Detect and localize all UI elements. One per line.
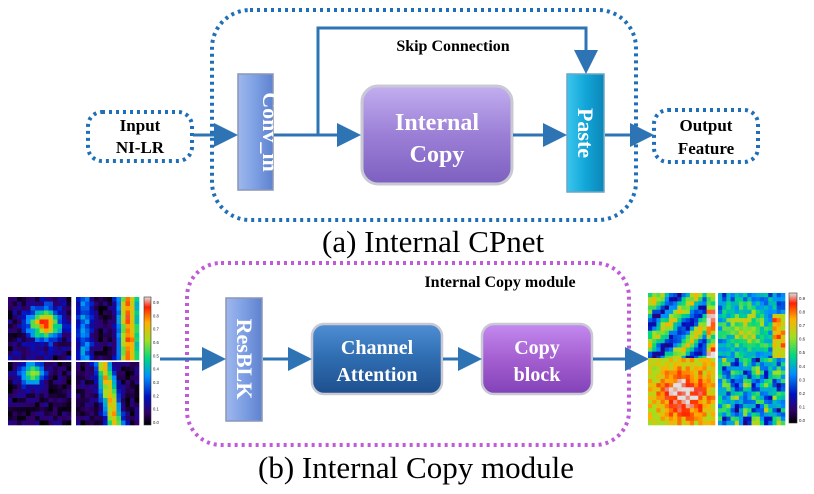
- colorbar-tick-label: 0.7: [799, 323, 806, 328]
- colorbar-tick-label: 0.4: [153, 367, 159, 372]
- input-map-2: [76, 297, 140, 361]
- colorbar-tick-label: 0.1: [799, 404, 806, 409]
- copy-block-label-line2: block: [514, 364, 562, 386]
- input-colorbar-ticks: 0.9 0.8 0.7 0.6 0.5 0.4 0.3 0.2 0.1 0.0: [153, 300, 159, 425]
- output-colorbar: [788, 292, 798, 424]
- input-map-3: [8, 362, 72, 426]
- output-feature-maps: 0.9 0.8 0.7 0.6 0.5 0.4 0.3 0.2 0.1 0.0: [648, 292, 806, 426]
- colorbar-tick-label: 0.6: [799, 337, 806, 342]
- internal-copy-label-line2: Copy: [410, 142, 465, 168]
- colorbar-tick-label: 0.8: [799, 310, 806, 315]
- output-label-line2: Feature: [678, 139, 735, 158]
- output-map-1: [648, 293, 716, 361]
- conv-in-block: [237, 73, 274, 191]
- channel-attention-block: [310, 322, 444, 396]
- input-map-4: [76, 362, 140, 426]
- skip-connection-arrow: [316, 26, 598, 135]
- output-map-2: [718, 293, 786, 361]
- colorbar-tick-label: 0.1: [153, 407, 159, 412]
- channel-attention-label-line2: Attention: [336, 364, 417, 386]
- colorbar-tick-label: 0.4: [799, 364, 806, 369]
- colorbar-tick-label: 0.9: [799, 296, 806, 301]
- input-feature-maps: 0.9 0.8 0.7 0.6 0.5 0.4 0.3 0.2 0.1 0.0: [8, 296, 159, 426]
- skip-connection-label: Skip Connection: [396, 38, 509, 55]
- panel-a: Input NI-LR Output Feature Conv_in Inter…: [86, 8, 760, 222]
- input-label-line2: NI-LR: [116, 138, 165, 157]
- colorbar-tick-label: 0.3: [153, 380, 159, 385]
- input-label-line1: Input: [120, 116, 161, 135]
- colorbar-tick-label: 0.2: [153, 393, 159, 398]
- panel-b: Internal Copy module ResBLK Channel Atte…: [8, 261, 806, 447]
- colorbar-tick-label: 0.3: [799, 377, 806, 382]
- colorbar-tick-label: 0.5: [153, 353, 159, 358]
- caption-b: (b) Internal Copy module: [258, 450, 574, 485]
- colorbar-tick-label: 0.0: [153, 420, 159, 425]
- colorbar-tick-label: 0.6: [153, 340, 159, 345]
- internal-copy-label-line1: Internal: [395, 110, 479, 136]
- conv-in-label: Conv_in: [258, 92, 283, 171]
- colorbar-tick-label: 0.2: [799, 391, 806, 396]
- input-colorbar: [143, 296, 152, 426]
- colorbar-tick-label: 0.0: [799, 418, 806, 423]
- resblk-block: [225, 297, 263, 422]
- paste-label: Paste: [573, 108, 598, 158]
- output-label-line1: Output: [680, 116, 733, 135]
- colorbar-tick-label: 0.9: [153, 300, 159, 305]
- copy-block: [480, 322, 594, 396]
- colorbar-tick-label: 0.7: [153, 327, 159, 332]
- output-map-3: [648, 358, 716, 426]
- output-colorbar-ticks: 0.9 0.8 0.7 0.6 0.5 0.4 0.3 0.2 0.1 0.0: [799, 296, 806, 423]
- copy-block-label-line1: Copy: [514, 337, 560, 359]
- output-node: [652, 108, 760, 164]
- colorbar-tick-label: 0.8: [153, 313, 159, 318]
- paste-block: [566, 73, 605, 193]
- caption-a: (a) Internal CPnet: [322, 224, 545, 259]
- input-map-1: [8, 297, 72, 361]
- resblk-label: ResBLK: [232, 319, 257, 400]
- channel-attention-label-line1: Channel: [341, 337, 414, 359]
- output-map-4: [718, 358, 786, 426]
- colorbar-tick-label: 0.5: [799, 350, 806, 355]
- copy-module-label: Internal Copy module: [424, 274, 575, 291]
- internal-copy-block: [360, 84, 514, 186]
- input-node: [86, 110, 194, 163]
